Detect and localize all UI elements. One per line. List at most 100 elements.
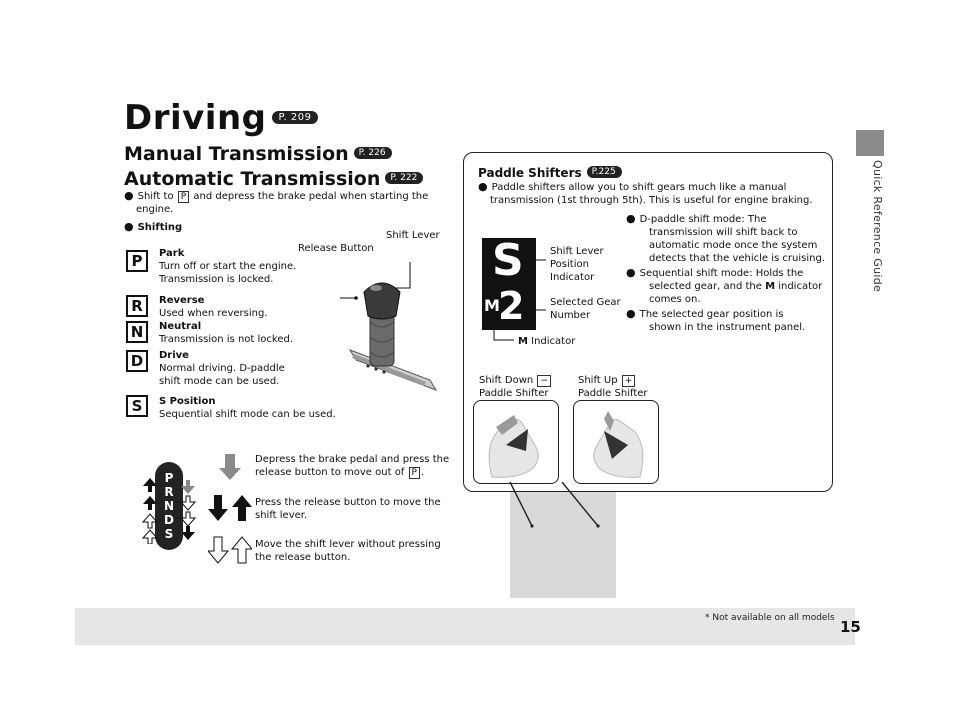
manual-page-ref[interactable]: P. 226: [353, 146, 392, 159]
legend-item-2-line-2: shift lever.: [255, 510, 308, 521]
sel-line-2: Number: [550, 310, 591, 321]
automatic-heading-text: Automatic Transmission: [124, 168, 381, 190]
pos-ind-line-2: Position: [550, 259, 589, 270]
gear-drive-desc: Drive Normal driving. D-paddle shift mod…: [159, 349, 285, 388]
shift-arrows-icon: [141, 478, 197, 544]
gear-desc-1: Turn off or start the engine.: [159, 261, 297, 272]
shift-up-text: Shift Up: [578, 375, 618, 386]
page-title: Driving P. 209: [124, 98, 319, 138]
gear-desc-1: Normal driving. D-paddle: [159, 363, 285, 374]
gear-name: Park: [159, 248, 185, 259]
pos-ind-line-1: Shift Lever: [550, 246, 604, 257]
shift-down-text: Shift Down: [479, 375, 534, 386]
paddle-intro-line-1: Paddle shifters allow you to shift gears…: [491, 182, 787, 193]
callout-pointer: [509, 482, 600, 528]
title-text: Driving: [124, 98, 267, 138]
release-button-label: Release Button: [298, 243, 374, 254]
automatic-page-ref[interactable]: P. 222: [385, 171, 424, 184]
hand-down-icon: [488, 415, 539, 478]
sel-line-1: Selected Gear: [550, 297, 621, 308]
paddle-page-ref[interactable]: P.225: [586, 165, 622, 178]
shifting-label: Shifting: [137, 222, 183, 233]
m-indicator-text: Indicator: [531, 336, 576, 347]
gear-position-bullet: ●The selected gear position is shown in …: [626, 307, 806, 333]
gear-reverse-desc: Reverse Used when reversing.: [159, 294, 267, 320]
gear-icon-n: N: [126, 321, 148, 343]
grey-down-arrow-icon: [219, 454, 241, 480]
s-mode-line-1: Sequential shift mode: Holds the: [639, 268, 804, 279]
paddle-shifters-title: Paddle Shifters P.225: [478, 165, 622, 180]
park-key: P: [177, 191, 190, 203]
paddle-intro-line-2: transmission (1st through 5th). This is …: [490, 195, 813, 206]
m-indicator: M: [484, 296, 500, 315]
m-letter: M: [518, 336, 528, 347]
gear-icon-s: S: [126, 395, 148, 417]
legend-item-3-line-2: the release button.: [255, 552, 351, 563]
shift-down-hand-illustration: [473, 400, 559, 484]
shift-up-hand-illustration: [573, 400, 659, 484]
black-arrows-icon: [208, 495, 252, 521]
shift-lever-illustration: [340, 262, 438, 391]
selected-gear-number: 2: [498, 284, 525, 328]
prnds-p: P: [164, 471, 174, 485]
prnds-d: D: [164, 513, 174, 527]
gear-desc-1: Transmission is not locked.: [159, 334, 294, 345]
gear-desc-2: shift mode can be used.: [159, 376, 280, 387]
gear-display-panel: S M 2: [482, 238, 536, 330]
section-tab: [856, 130, 884, 156]
shift-down-paddle-text: Paddle Shifter: [479, 388, 549, 399]
gear-name: Drive: [159, 350, 189, 361]
s-mode-line-3: comes on.: [649, 294, 701, 305]
shift-up-paddle-text: Paddle Shifter: [578, 388, 648, 399]
legend-item-1-line-1: Depress the brake pedal and press the: [255, 454, 450, 465]
plus-key: +: [621, 375, 636, 387]
legend-item-2-line-1: Press the release button to move the: [255, 497, 441, 508]
gear-name: Reverse: [159, 295, 205, 306]
prnds-r: R: [164, 485, 174, 499]
gear-icon-r: R: [126, 295, 148, 317]
bullet-text-post: and depress the brake pedal when startin…: [193, 191, 429, 202]
s-mode-line-2-post: indicator: [778, 281, 823, 292]
footnote: * Not available on all models: [705, 613, 835, 623]
prnds-s: S: [164, 527, 174, 541]
paddle-intro: ●Paddle shifters allow you to shift gear…: [478, 180, 813, 206]
gear-neutral-desc: Neutral Transmission is not locked.: [159, 320, 293, 346]
pos-ind-line-3: Indicator: [550, 272, 595, 283]
automatic-transmission-heading: Automatic Transmission P. 222: [124, 168, 424, 190]
legend-item-3-line-1: Move the shift lever without pressing: [255, 539, 441, 550]
paddle-title-text: Paddle Shifters: [478, 166, 582, 180]
gear-icon-d: D: [126, 350, 148, 372]
gear-park-desc: Park Turn off or start the engine. Trans…: [159, 247, 296, 286]
d-paddle-mode-bullet: ●D-paddle shift mode: The transmission w…: [626, 212, 825, 264]
outline-arrows-icon: [208, 536, 252, 564]
s-mode-m: M: [765, 281, 776, 292]
gear-icon-p: P: [126, 250, 148, 272]
position-indicator-label: Shift Lever Position Indicator: [550, 245, 604, 284]
gear-desc-1: Used when reversing.: [159, 308, 268, 319]
selected-gear-label: Selected Gear Number: [550, 296, 621, 322]
bullet-text: Shift to: [137, 191, 174, 202]
d-mode-line-1: D-paddle shift mode: The: [639, 214, 767, 225]
d-mode-line-3: automatic mode once the system: [649, 240, 818, 251]
gear-desc-2: Transmission is locked.: [159, 274, 274, 285]
gear-pos-line-1: The selected gear position is: [639, 309, 784, 320]
indicator-leaders: [493, 259, 546, 341]
gear-s-desc: S Position Sequential shift mode can be …: [159, 395, 336, 421]
title-page-ref[interactable]: P. 209: [271, 111, 319, 124]
minus-key: −: [537, 375, 551, 387]
footer-band: [75, 608, 855, 645]
legend-item-2: Press the release button to move the shi…: [255, 496, 441, 522]
manual-transmission-heading: Manual Transmission P. 226: [124, 143, 392, 165]
shift-position-indicator: S: [492, 235, 524, 286]
gear-name: S Position: [159, 396, 216, 407]
shift-to-park-bullet: ●Shift to P and depress the brake pedal …: [124, 189, 429, 215]
gear-pos-line-2: shown in the instrument panel.: [649, 322, 806, 333]
s-mode-line-2-pre: selected gear, and the: [649, 281, 762, 292]
manual-heading-text: Manual Transmission: [124, 143, 349, 165]
sequential-mode-bullet: ●Sequential shift mode: Holds the select…: [626, 266, 823, 305]
prnds-n: N: [163, 499, 175, 513]
shifting-bullet: ●Shifting: [124, 220, 183, 233]
d-mode-line-2: transmission will shift back to: [649, 227, 798, 238]
gear-desc-1: Sequential shift mode can be used.: [159, 409, 336, 420]
